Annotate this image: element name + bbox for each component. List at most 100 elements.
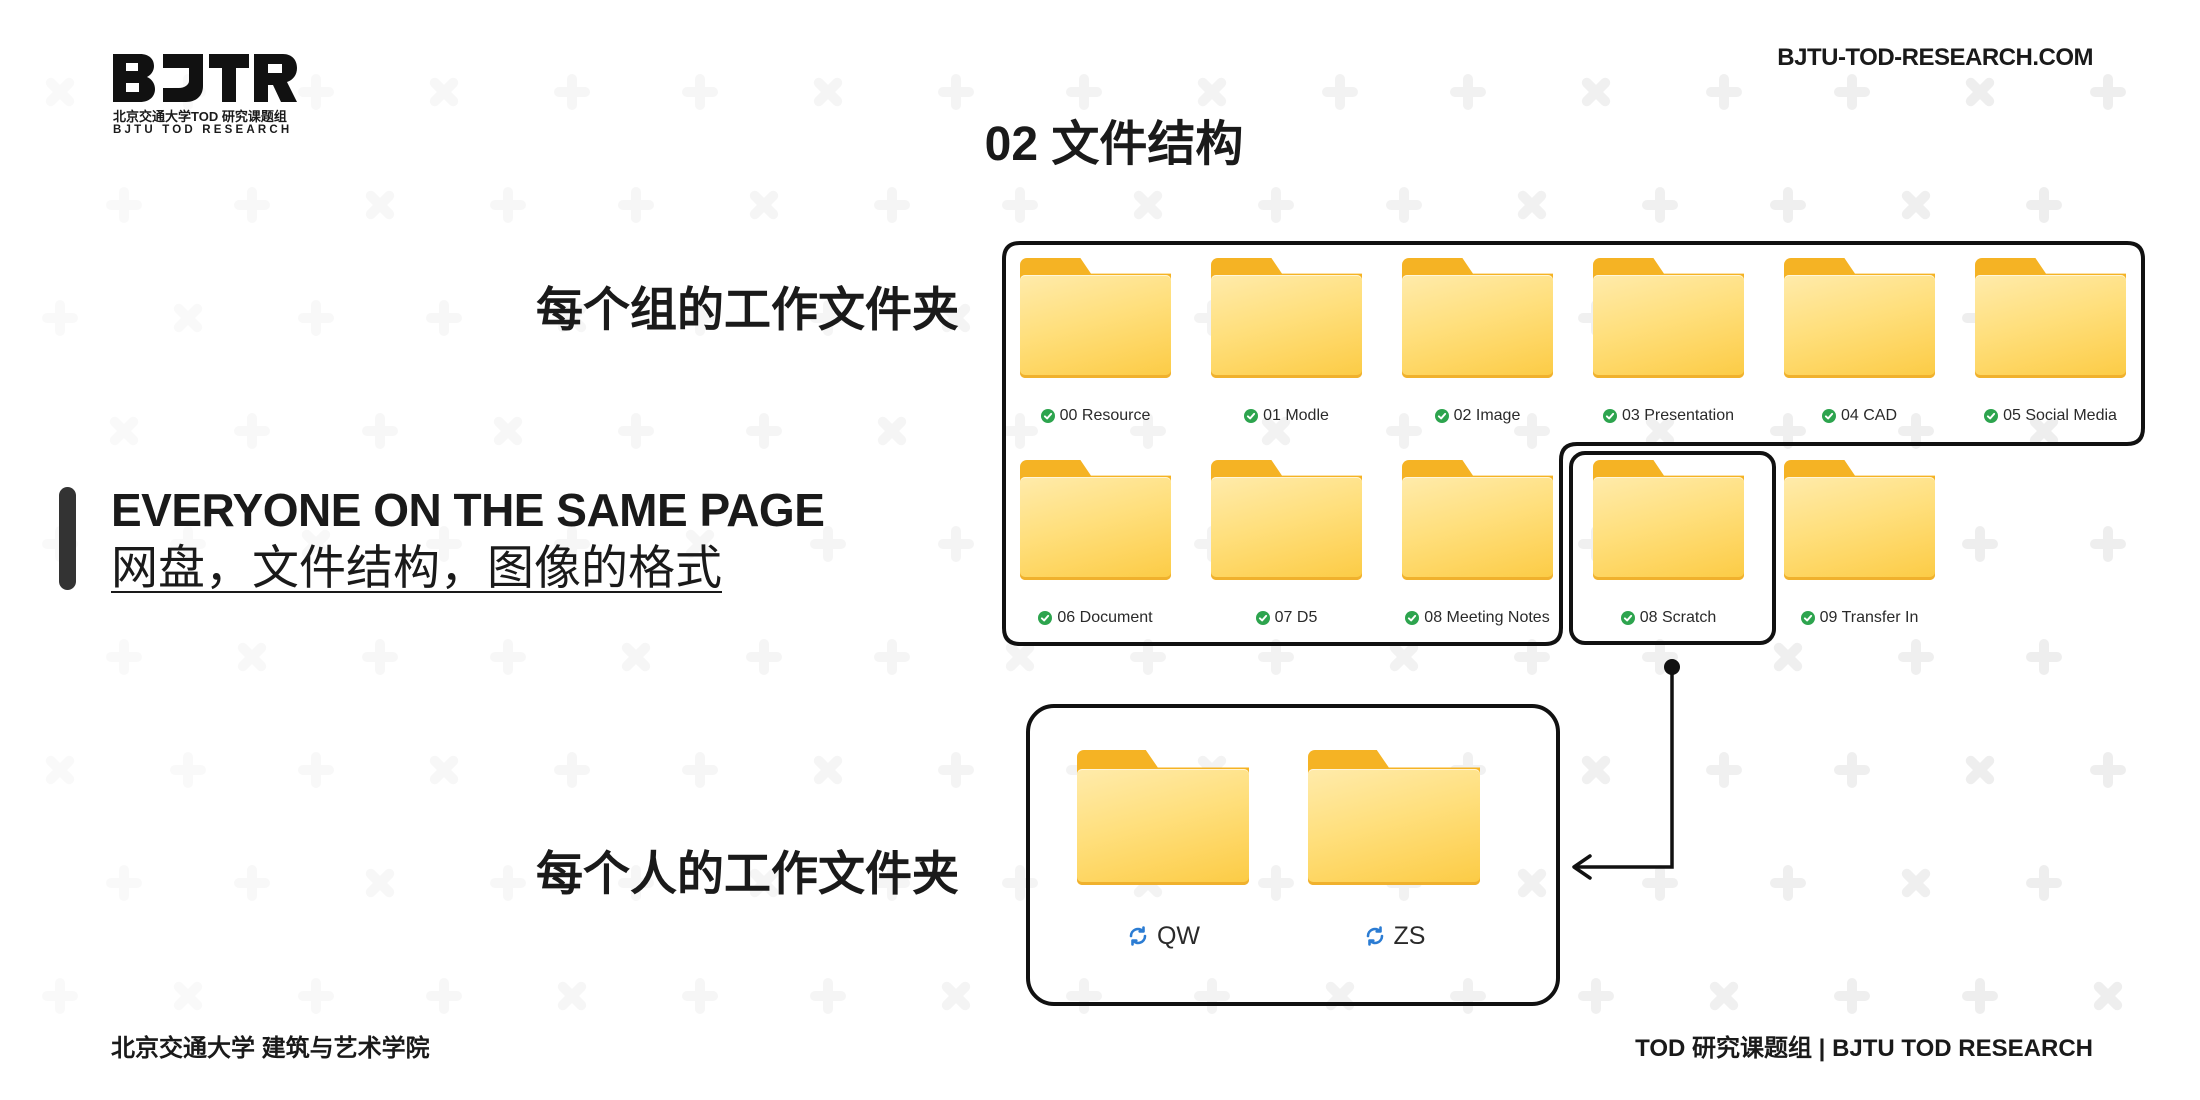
folder-name: 02 Image — [1453, 407, 1521, 424]
background-cross — [810, 978, 846, 1014]
background-cross — [1066, 978, 1102, 1014]
folder-icon — [1020, 258, 1171, 378]
folder-item[interactable]: 03 Presentation — [1593, 258, 1744, 428]
background-cross — [490, 187, 526, 223]
background-cross — [1901, 868, 1931, 898]
background-cross — [1770, 865, 1806, 901]
synced-check-icon — [1602, 409, 1617, 423]
background-cross — [874, 639, 910, 675]
folder-item[interactable]: 01 Modle — [1211, 258, 1362, 428]
background-cross — [1002, 187, 1038, 223]
background-cross — [1578, 978, 1614, 1014]
background-cross — [365, 190, 395, 220]
folder-item[interactable]: QW — [1077, 750, 1249, 950]
folder-item[interactable]: ZS — [1308, 750, 1480, 950]
folder-item[interactable]: 06 Document — [1020, 460, 1171, 630]
background-cross — [941, 981, 971, 1011]
background-cross — [426, 978, 462, 1014]
background-cross — [45, 77, 75, 107]
background-cross — [2090, 74, 2126, 110]
folder-label: ZS — [1278, 922, 1510, 950]
folder-item[interactable]: 04 CAD — [1784, 258, 1935, 428]
background-cross — [173, 981, 203, 1011]
folder-item[interactable]: 02 Image — [1402, 258, 1553, 428]
synced-check-icon — [1984, 409, 1999, 423]
background-cross — [170, 526, 206, 562]
background-cross — [621, 642, 651, 672]
background-cross — [1834, 978, 1870, 1014]
folder-item[interactable]: 09 Transfer In — [1784, 460, 1935, 630]
background-cross — [1706, 752, 1742, 788]
folder-name: 00 Resource — [1059, 407, 1151, 424]
background-cross — [1194, 978, 1230, 1014]
background-cross — [682, 74, 718, 110]
background-cross — [1005, 642, 1035, 672]
background-cross — [1133, 190, 1163, 220]
folder-front — [1593, 476, 1744, 580]
folder-front — [1020, 476, 1171, 580]
logo-letter-b — [113, 54, 155, 102]
logo-mark — [113, 54, 297, 102]
background-cross — [810, 526, 846, 562]
background-cross — [941, 303, 971, 333]
folder-item[interactable]: 00 Resource — [1020, 258, 1171, 428]
folder-icon — [1211, 258, 1362, 378]
folder-icon — [1211, 460, 1362, 580]
logo-letter-r — [254, 54, 297, 102]
background-cross — [1197, 77, 1227, 107]
background-cross — [109, 416, 139, 446]
synced-check-icon — [1620, 611, 1635, 625]
background-cross — [1642, 639, 1678, 675]
logo: 北京交通大学TOD 研究课题组 BJTU TOD RESEARCH — [113, 54, 297, 138]
folder-label: 05 Social Media — [1945, 404, 2156, 428]
folder-front — [1402, 274, 1553, 378]
page-title: 02 文件结构 — [984, 118, 1244, 171]
background-cross — [2090, 752, 2126, 788]
background-cross — [1517, 190, 1547, 220]
folder-label: 04 CAD — [1754, 404, 1965, 428]
folder-item[interactable]: 08 Meeting Notes — [1402, 460, 1553, 630]
synced-check-icon — [1800, 611, 1815, 625]
folder-front — [1308, 768, 1480, 885]
folder-label: QW — [1047, 922, 1279, 950]
footer-right: TOD 研究课题组 | BJTU TOD RESEARCH — [1635, 1035, 2093, 1062]
background-cross — [1130, 639, 1166, 675]
background-cross — [1962, 978, 1998, 1014]
background-cross — [1834, 74, 1870, 110]
background-cross — [298, 300, 334, 336]
logo-letter-j — [163, 54, 203, 102]
folder-front — [1020, 274, 1171, 378]
folder-name: 08 Scratch — [1639, 609, 1717, 626]
background-cross — [362, 413, 398, 449]
folder-label: 07 D5 — [1181, 606, 1392, 630]
folder-name: 09 Transfer In — [1819, 609, 1919, 626]
background-cross — [1450, 74, 1486, 110]
background-cross — [490, 865, 526, 901]
background-cross — [173, 303, 203, 333]
background-cross — [1258, 639, 1294, 675]
background-cross — [1581, 755, 1611, 785]
folder-item[interactable]: 08 Scratch — [1593, 460, 1744, 630]
background-cross — [301, 529, 331, 559]
folder-item[interactable]: 05 Social Media — [1975, 258, 2126, 428]
background-cross — [2090, 526, 2126, 562]
background-cross — [362, 639, 398, 675]
background-cross — [2026, 865, 2062, 901]
background-cross — [2026, 187, 2062, 223]
background-cross — [170, 752, 206, 788]
synced-check-icon — [1244, 409, 1259, 423]
background-cross — [237, 642, 267, 672]
background-cross — [1581, 77, 1611, 107]
background-cross — [1389, 642, 1419, 672]
background-cross — [1002, 865, 1038, 901]
background-cross — [2026, 639, 2062, 675]
folder-item[interactable]: 07 D5 — [1211, 460, 1362, 630]
background-cross — [429, 77, 459, 107]
background-cross — [1642, 187, 1678, 223]
folder-label: 09 Transfer In — [1754, 606, 1965, 630]
background-cross — [1773, 642, 1803, 672]
logo-letter-t — [209, 54, 249, 102]
background-cross — [1066, 74, 1102, 110]
synced-check-icon — [1434, 409, 1449, 423]
sync-arrows-icon — [1366, 926, 1383, 946]
